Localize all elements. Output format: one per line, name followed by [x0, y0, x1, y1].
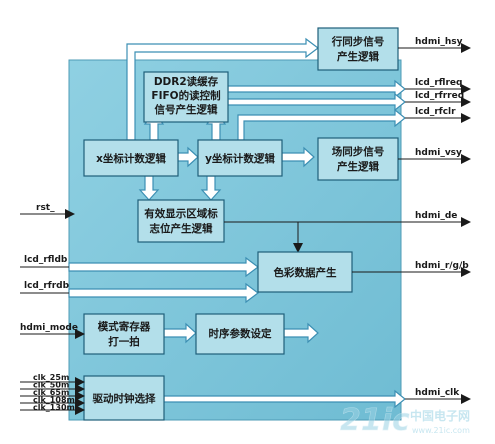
label-lcd-rfrdb: lcd_rfrdb: [24, 281, 70, 291]
label-lcd-rflreq: lcd_rflreq: [415, 78, 462, 88]
arrow-y-to-vsync: [281, 146, 315, 168]
label-hdmi-rgb: hdmi_r/g/b: [415, 261, 469, 271]
arrow-clk-out: [163, 389, 406, 409]
watermark-url: www.21ic.com: [412, 426, 470, 435]
arrow-rfldb-to-color: [68, 256, 259, 278]
timing-label: 时序参数设定: [209, 327, 272, 340]
label-clk-130m: clk_130m: [33, 403, 75, 412]
block-ddr2-fifo-ctrl: [143, 71, 229, 123]
vsync-label: 场同步信号产生逻辑: [332, 145, 385, 173]
label-clk-25m: clk_25m: [33, 373, 69, 382]
block-y-counter: [197, 139, 283, 177]
arrow-y-to-valid: [200, 175, 222, 201]
arrow-ddr2-out-1: [227, 79, 406, 99]
valid-label: 有效显示区域标志位产生逻辑: [144, 207, 218, 235]
label-clk-65m: clk_65m: [33, 388, 69, 397]
y-counter-label: y坐标计数逻辑: [205, 152, 275, 165]
arrow-timing-out: [283, 322, 319, 344]
mode-label: 模式寄存器打一拍: [98, 320, 151, 348]
watermark: 21ic 中国电子网 www.21ic.com: [340, 403, 470, 439]
label-lcd-rfclr: lcd_rfclr: [415, 107, 456, 117]
label-hdmi-clk: hdmi_clk: [415, 388, 460, 398]
block-vsync-logic: [317, 137, 399, 181]
module-panel: [68, 59, 402, 421]
label-hdmi-hsy: hdmi_hsy: [415, 37, 463, 47]
label-clk-50m: clk_50m: [33, 381, 69, 390]
watermark-cn: 中国电子网: [410, 408, 470, 423]
block-color-data: [257, 251, 353, 293]
arrow-rfrdb-to-color: [68, 282, 259, 304]
label-hdmi-de: hdmi_de: [415, 211, 457, 221]
block-hsync-logic: [317, 27, 399, 71]
arrow-x-to-y: [177, 146, 199, 168]
arrow-mode-to-timing: [163, 322, 197, 344]
color-label: 色彩数据产生: [274, 266, 337, 279]
block-clock-select: [83, 375, 165, 421]
block-mode-register: [83, 313, 165, 355]
label-hdmi-mode: hdmi_mode: [20, 323, 78, 333]
x-counter-label: x坐标计数逻辑: [96, 152, 166, 165]
arrow-x-to-valid: [138, 175, 160, 201]
block-valid-area-flag: [137, 199, 225, 243]
clksel-label: 驱动时钟选择: [93, 392, 156, 405]
label-lcd-rfrreq: lcd_rfrreq: [415, 91, 464, 101]
arrow-y-to-rfclr: [237, 108, 406, 141]
watermark-logo: 21ic: [340, 403, 410, 438]
label-clk-108m: clk_108m: [33, 396, 75, 405]
arrow-x-to-hsync: [126, 37, 319, 141]
hsync-label: 行同步信号产生逻辑: [331, 35, 385, 63]
arrow-ddr2-out-2: [227, 92, 406, 112]
block-x-counter: [83, 139, 179, 177]
label-lcd-rfldb: lcd_rfldb: [24, 255, 68, 265]
label-hdmi-vsy: hdmi_vsy: [415, 148, 462, 158]
label-rst: rst_: [36, 203, 55, 213]
block-timing-params: [195, 313, 285, 355]
